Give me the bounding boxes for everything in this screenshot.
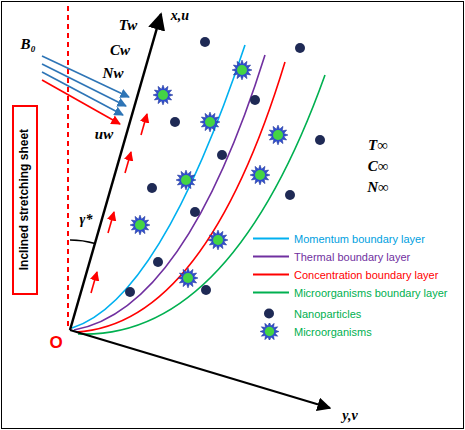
legend-sample [252,284,290,301]
vertical-reference [67,6,69,330]
wall-temperature: Tw [119,18,138,33]
field-arrow [42,80,120,124]
legend-text: Nanoparticles [294,308,361,320]
velocity-arrow [125,152,131,173]
legend-text: Microorganisms [294,326,372,338]
axis-label: y,v [342,409,357,423]
legend-item: Thermal boundary layer [252,248,410,265]
y-axis [70,330,330,408]
inclination-angle: γ* [80,213,93,227]
legend-sample [252,305,290,322]
microorganism-layer [78,75,325,334]
angle-arc [70,240,95,244]
legend-sample [252,323,290,340]
legend-item: Concentration boundary layer [252,266,438,283]
microorganisms [130,60,288,288]
stretching-sheet-axis [70,14,161,330]
velocity-arrow [108,212,114,233]
legend-text: Momentum boundary layer [294,233,425,245]
ambient-temperature: T∞ [368,138,388,153]
origin-label: O [49,334,62,351]
wall-velocity: uw [95,127,113,142]
legend-sample [252,266,290,283]
legend-item: Nanoparticles [252,305,361,322]
legend-text: Thermal boundary layer [294,251,410,263]
magnetic-field: B₀ [20,37,35,52]
field-arrow [42,56,129,97]
thermal-layer [74,55,265,330]
field-arrow [42,64,126,106]
velocity-arrow [91,272,97,293]
legend-item: Microorganisms [252,323,372,340]
axis-label: x,u [171,9,189,23]
legend-text: Microorganisms boundary layer [294,287,447,299]
momentum-layer [72,45,245,328]
legend-text: Concentration boundary layer [294,269,438,281]
node-text: Inclined stretching sheet [18,129,31,270]
ambient-concentration: C∞ [368,159,389,174]
legend-item: Momentum boundary layer [252,230,425,247]
wall-concentration: Cw [110,43,130,58]
legend-sample [252,248,290,265]
ambient-microorganisms: N∞ [367,180,389,195]
wall-microorganisms: Nw [103,66,124,81]
velocity-arrow [141,114,147,135]
legend-sample [252,230,290,247]
sheet-label-box: Inclined stretching sheet [12,105,37,295]
legend-item: Microorganisms boundary layer [252,284,447,301]
